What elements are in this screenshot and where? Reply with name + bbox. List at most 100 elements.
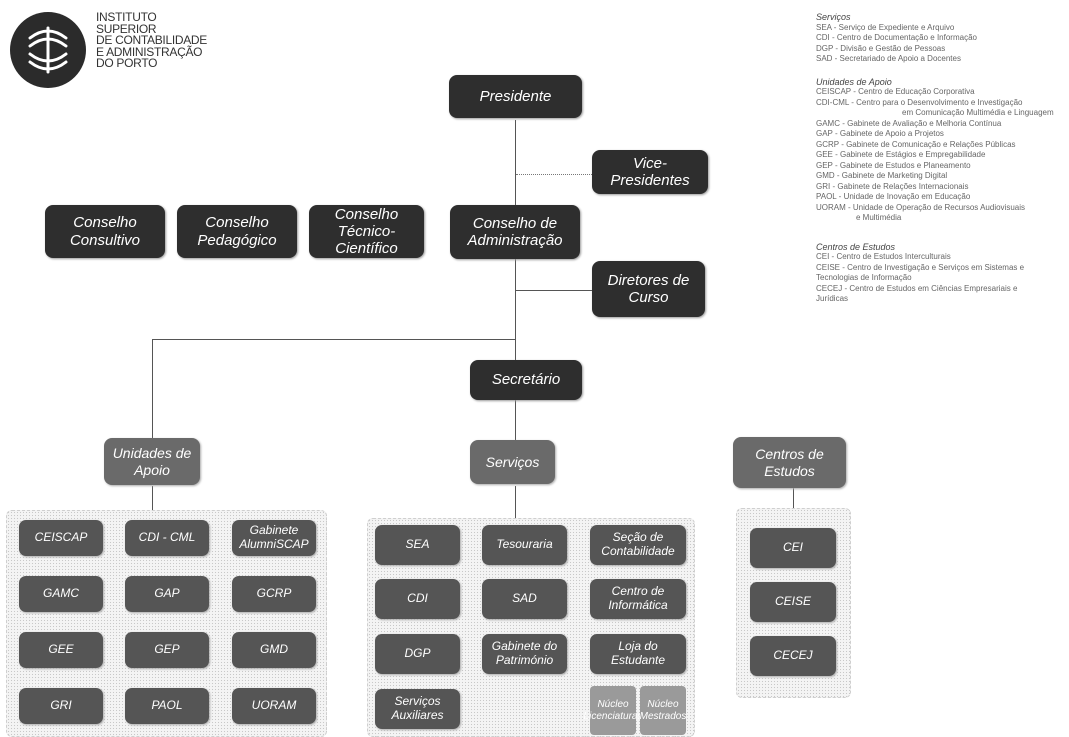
unit-cdi-cml[interactable]: CDI - CML xyxy=(125,520,209,556)
node-conselho-administracao[interactable]: Conselho de Administração xyxy=(450,205,580,259)
node-conselho-tecnico-cientifico[interactable]: Conselho Técnico-Científico xyxy=(309,205,424,258)
legend-entry: CDI - Centro de Documentação e Informaçã… xyxy=(816,33,977,42)
item-label: CEI xyxy=(782,540,803,555)
service-dgp[interactable]: DGP xyxy=(375,634,460,674)
node-conselho-pedagogico[interactable]: Conselho Pedagógico xyxy=(177,205,297,258)
node-label: Diretores de Curso xyxy=(607,271,690,306)
node-label: Secretário xyxy=(491,371,561,389)
legend-entry: SAD - Secretariado de Apoio a Docentes xyxy=(816,54,961,63)
loja-nucleo-licenciaturas[interactable]: Núcleo Licenciaturas xyxy=(584,686,642,735)
centro-cei[interactable]: CEI xyxy=(750,528,836,568)
service-sea[interactable]: SEA xyxy=(375,525,460,565)
logo-line: DO PORTO xyxy=(96,56,158,70)
unit-gabinete-alumniscap[interactable]: Gabinete AlumniSCAP xyxy=(232,520,316,556)
iscap-logo xyxy=(8,10,88,90)
service-loja-estudante[interactable]: Loja do Estudante xyxy=(590,634,686,674)
connector-vice xyxy=(516,174,592,175)
service-servicos-auxiliares[interactable]: Serviços Auxiliares xyxy=(375,689,460,729)
service-centro-informatica[interactable]: Centro de Informática xyxy=(590,579,686,619)
connector-servicos-panel xyxy=(515,486,516,520)
item-label: GRI xyxy=(50,698,72,713)
logo-text: INSTITUTO SUPERIOR DE CONTABILIDADE E AD… xyxy=(96,10,207,70)
legend-entry: GMD - Gabinete de Marketing Digital xyxy=(816,171,948,180)
item-label: GCRP xyxy=(256,586,292,601)
item-label: CEISE xyxy=(774,594,811,609)
item-label: CDI xyxy=(407,591,428,606)
connector-unidades-panel xyxy=(152,486,153,510)
legend-entry: Tecnologias de Informação xyxy=(816,273,912,282)
legend-entry: GAP - Gabinete de Apoio a Projetos xyxy=(816,129,944,138)
legend-entry: e Multimédia xyxy=(856,213,902,222)
node-diretores-curso[interactable]: Diretores de Curso xyxy=(592,261,705,317)
node-label: Conselho Técnico-Científico xyxy=(334,205,399,258)
node-label: Conselho de Administração xyxy=(467,214,563,249)
legend-entry: GCRP - Gabinete de Comunicação e Relaçõe… xyxy=(816,139,1016,149)
item-label: Gabinete AlumniSCAP xyxy=(239,523,309,551)
legend-entry: CEISE - Centro de Investigação e Serviço… xyxy=(816,262,1025,272)
item-label: Gabinete do Património xyxy=(491,639,558,667)
node-conselho-consultivo[interactable]: Conselho Consultivo xyxy=(45,205,165,258)
unit-gcrp[interactable]: GCRP xyxy=(232,576,316,612)
service-gabinete-patrimonio[interactable]: Gabinete do Património xyxy=(482,634,567,674)
unit-gep[interactable]: GEP xyxy=(125,632,209,668)
item-label: Loja do Estudante xyxy=(610,639,666,667)
item-label: SAD xyxy=(512,591,537,606)
unit-uoram[interactable]: UORAM xyxy=(232,688,316,724)
item-label: GEP xyxy=(154,642,180,657)
item-label: CEISCAP xyxy=(34,530,88,545)
node-vice-presidentes[interactable]: Vice-Presidentes xyxy=(592,150,708,194)
node-presidente[interactable]: Presidente xyxy=(449,75,582,118)
unit-gmd[interactable]: GMD xyxy=(232,632,316,668)
unit-gamc[interactable]: GAMC xyxy=(19,576,103,612)
node-label: Serviços xyxy=(485,453,540,470)
legend-entry: em Comunicação Multimédia e Linguagem xyxy=(902,108,1054,117)
item-label: Centro de Informática xyxy=(608,584,668,612)
item-label: Tesouraria xyxy=(496,537,553,552)
item-label: Núcleo Licenciaturas xyxy=(583,699,643,722)
unit-ceiscap[interactable]: CEISCAP xyxy=(19,520,103,556)
legend: Serviços SEA - Serviço de Expediente e A… xyxy=(816,12,1054,305)
unit-gap[interactable]: GAP xyxy=(125,576,209,612)
legend-centros-title: Centros de Estudos xyxy=(816,241,896,252)
node-label: Centros de Estudos xyxy=(755,446,824,479)
unit-paol[interactable]: PAOL xyxy=(125,688,209,724)
node-unidades-apoio[interactable]: Unidades de Apoio xyxy=(104,438,200,485)
unit-gri[interactable]: GRI xyxy=(19,688,103,724)
loja-nucleo-mestrados[interactable]: Núcleo Mestrados xyxy=(640,686,686,735)
item-label: SEA xyxy=(405,537,430,552)
node-label: Unidades de Apoio xyxy=(112,445,192,478)
service-seccao-contabilidade[interactable]: Seção de Contabilidade xyxy=(590,525,686,565)
legend-entry: GEP - Gabinete de Estudos e Planeamento xyxy=(816,160,971,170)
connector-horizontal xyxy=(152,339,516,340)
legend-entry: PAOL - Unidade de Inovação em Educação xyxy=(816,192,971,201)
service-cdi[interactable]: CDI xyxy=(375,579,460,619)
node-label: Presidente xyxy=(479,87,552,105)
item-label: Núcleo Mestrados xyxy=(639,699,687,722)
node-label: Vice-Presidentes xyxy=(610,154,690,189)
centro-cecej[interactable]: CECEJ xyxy=(750,636,836,676)
logo-line: DE CONTABILIDADE xyxy=(96,33,207,47)
unit-gee[interactable]: GEE xyxy=(19,632,103,668)
service-tesouraria[interactable]: Tesouraria xyxy=(482,525,567,565)
legend-entry: GEE - Gabinete de Estágios e Empregabili… xyxy=(816,150,986,159)
connector-diretores xyxy=(516,290,592,291)
item-label: CDI - CML xyxy=(138,530,196,545)
item-label: PAOL xyxy=(151,698,183,713)
connector-centros-panel xyxy=(793,488,794,508)
item-label: Serviços Auxiliares xyxy=(391,694,444,722)
item-label: CECEJ xyxy=(773,648,813,663)
node-servicos[interactable]: Serviços xyxy=(470,440,555,484)
service-sad[interactable]: SAD xyxy=(482,579,567,619)
centro-ceise[interactable]: CEISE xyxy=(750,582,836,622)
node-secretario[interactable]: Secretário xyxy=(470,360,582,400)
legend-unidades-title: Unidades de Apoio xyxy=(816,76,892,87)
legend-servicos-title: Serviços xyxy=(816,12,851,22)
logo-line: INSTITUTO xyxy=(96,10,157,24)
item-label: GMD xyxy=(260,642,288,657)
legend-entry: DGP - Divisão e Gestão de Pessoas xyxy=(816,43,946,53)
node-centros-estudos[interactable]: Centros de Estudos xyxy=(733,437,846,488)
legend-entry: Jurídicas xyxy=(816,294,849,303)
legend-entry: GRI - Gabinete de Relações Internacionai… xyxy=(816,181,969,191)
connector-servicos xyxy=(515,400,516,440)
legend-entry: SEA - Serviço de Expediente e Arquivo xyxy=(816,22,955,32)
